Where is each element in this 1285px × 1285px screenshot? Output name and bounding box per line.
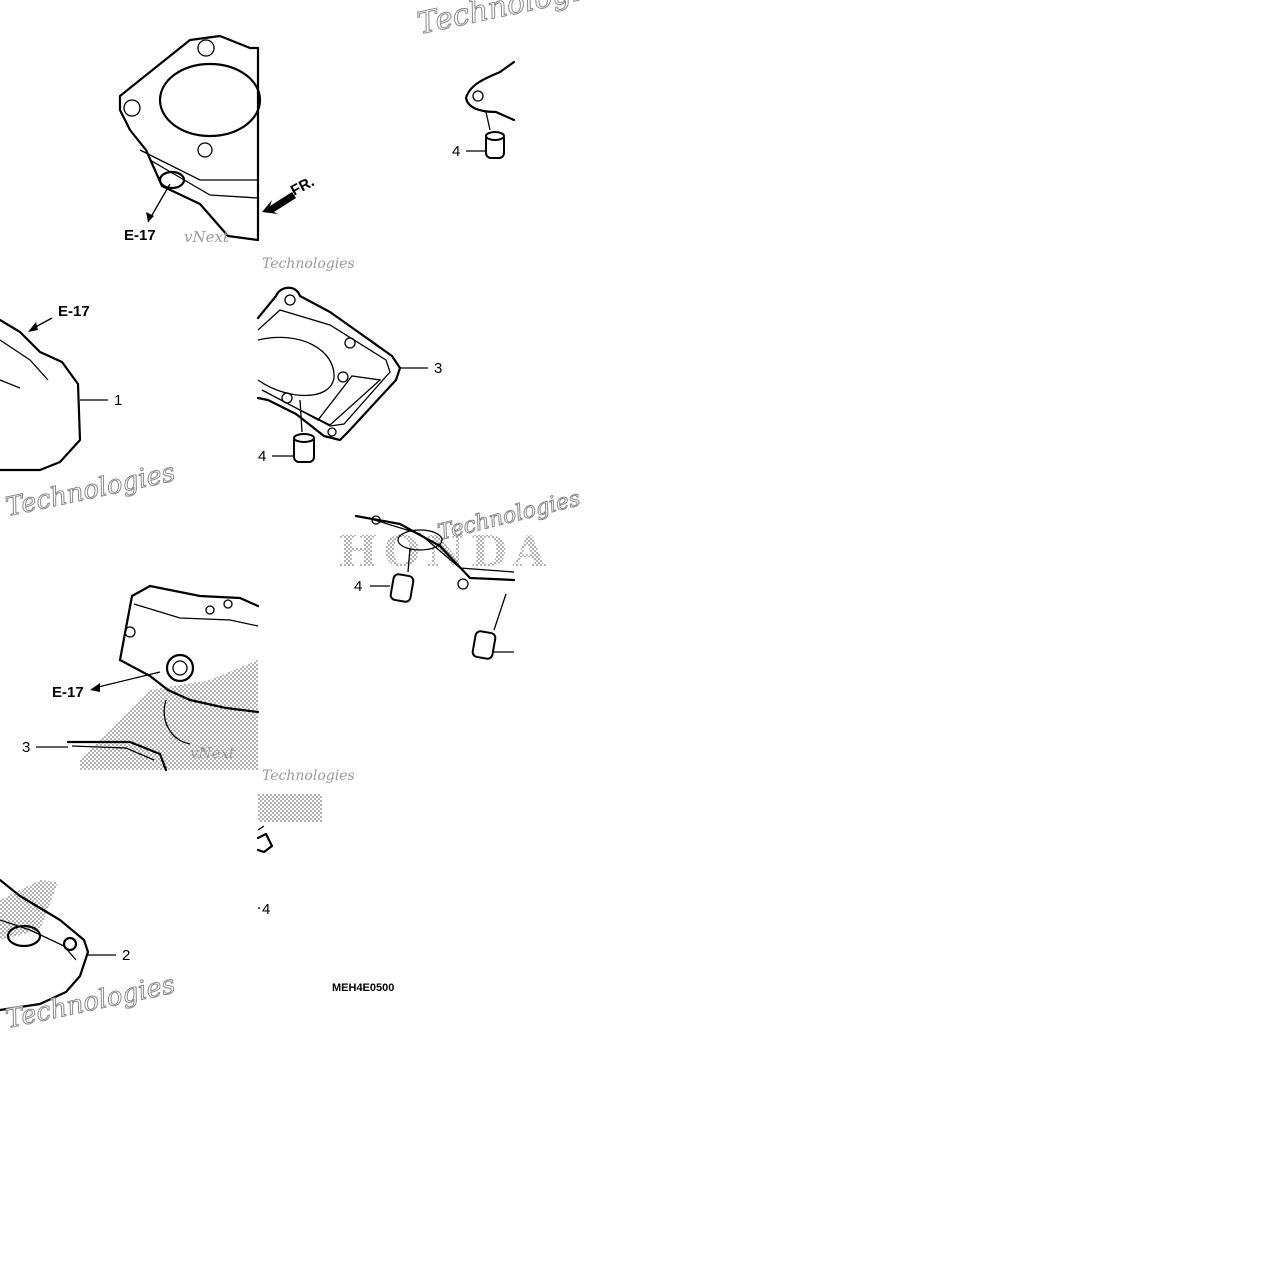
- tile-cylinder-bottom: E-17 3 vNext Technologies: [22, 584, 355, 784]
- callout-4: 4: [262, 901, 270, 918]
- callout-4: 4: [258, 448, 266, 465]
- callout-4: 4: [354, 578, 362, 595]
- callout-3: 3: [22, 739, 30, 756]
- tile-gasket-dowels: HONDA Technologies 4: [338, 486, 583, 660]
- tile-gasket-top: Technologies 4: [414, 0, 616, 160]
- drawing-code: MEH4E0500: [332, 982, 394, 994]
- tile-cylinder-top: E-17 vNext FR. Technologies: [118, 34, 355, 272]
- tile-cylinder-part-2: 2 Technologies: [0, 878, 178, 1035]
- watermark-text: Technologies: [3, 970, 178, 1035]
- callout-2: 2: [122, 947, 130, 964]
- watermark-text: Technologies: [3, 458, 178, 523]
- tile-dowel-lower: 4: [256, 794, 322, 918]
- tile-gasket-part-3: 3 4: [256, 286, 442, 465]
- callout-3: 3: [434, 360, 442, 377]
- callout-1: 1: [114, 392, 122, 409]
- callout-4: 4: [452, 143, 460, 160]
- front-arrow-icon: [262, 192, 296, 214]
- ref-label: E-17: [124, 227, 156, 244]
- watermark-text: Technologies: [414, 0, 615, 42]
- tile-cylinder-part-1: 1 E-17 Technologies: [0, 303, 178, 523]
- brand-watermark: HONDA: [338, 527, 552, 576]
- ref-label: E-17: [52, 684, 84, 701]
- watermark-text: vNext: [190, 744, 236, 762]
- watermark-text: vNext: [184, 228, 230, 246]
- watermark-text: Technologies: [262, 256, 355, 272]
- watermark-text: Technologies: [262, 768, 355, 784]
- ref-label: E-17: [58, 303, 90, 320]
